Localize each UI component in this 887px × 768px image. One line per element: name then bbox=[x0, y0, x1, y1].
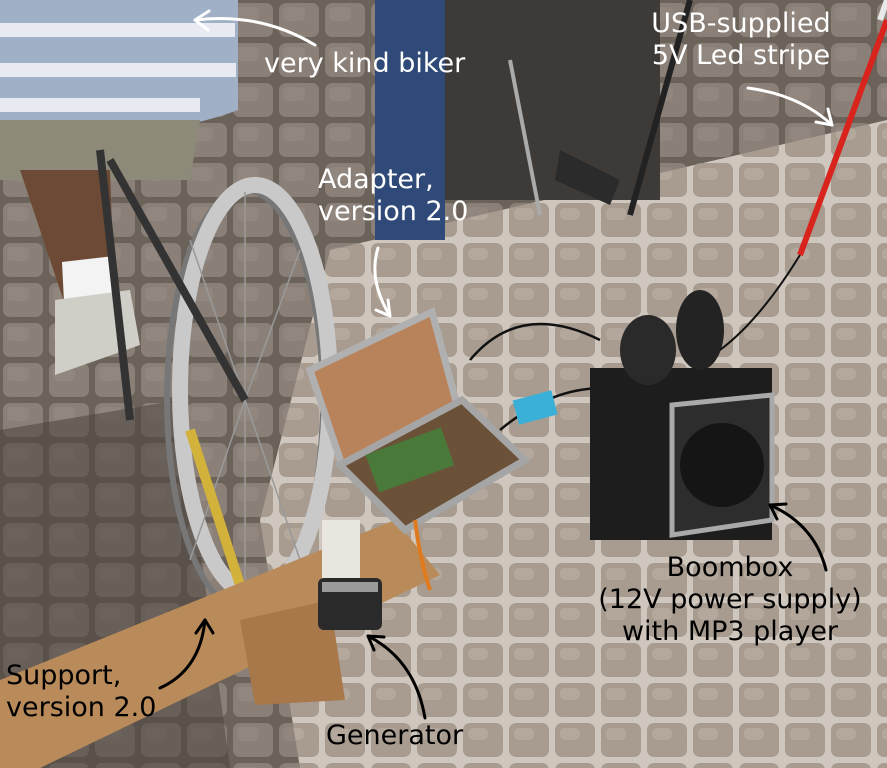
subwoofer-cone bbox=[680, 423, 764, 507]
biker-sock bbox=[62, 256, 118, 302]
label-boombox-line1: Boombox bbox=[666, 552, 794, 583]
support-bar bbox=[185, 428, 245, 587]
label-support-line1: Support, bbox=[6, 660, 122, 691]
label-led-line2: 5V Led stripe bbox=[651, 40, 831, 71]
label-led-line1: USB-supplied bbox=[651, 8, 831, 39]
led-cable bbox=[719, 254, 801, 351]
label-adapter: Adapter, version 2.0 bbox=[318, 164, 468, 228]
bike-spokes bbox=[189, 192, 301, 608]
cable-orange bbox=[413, 519, 432, 591]
label-led-strip: USB-supplied 5V Led stripe bbox=[636, 8, 846, 72]
table-leg bbox=[627, 0, 693, 216]
label-adapter-line2: version 2.0 bbox=[318, 196, 469, 227]
generator-face bbox=[322, 582, 378, 592]
label-adapter-line1: Adapter, bbox=[318, 164, 434, 195]
jeans bbox=[375, 0, 445, 240]
label-boombox: Boombox (12V power supply) with MP3 play… bbox=[580, 552, 880, 648]
bike-frame bbox=[96, 149, 249, 421]
led-strip-tip bbox=[877, 0, 887, 21]
label-support-line2: version 2.0 bbox=[6, 692, 157, 723]
label-boombox-line2: (12V power supply) bbox=[598, 584, 862, 615]
label-generator: Generator bbox=[326, 720, 464, 751]
chair-leg bbox=[508, 59, 542, 216]
satellite-speaker-right bbox=[676, 290, 724, 370]
label-support: Support, version 2.0 bbox=[6, 660, 156, 724]
shoe bbox=[555, 150, 620, 205]
satellite-speaker-left bbox=[620, 315, 676, 385]
usb-charger bbox=[512, 390, 558, 425]
pavement-sunlit bbox=[260, 120, 887, 768]
circuit-board bbox=[365, 427, 455, 493]
label-boombox-line3: with MP3 player bbox=[621, 616, 839, 647]
led-strip bbox=[797, 18, 887, 257]
label-biker: very kind biker bbox=[264, 48, 466, 79]
